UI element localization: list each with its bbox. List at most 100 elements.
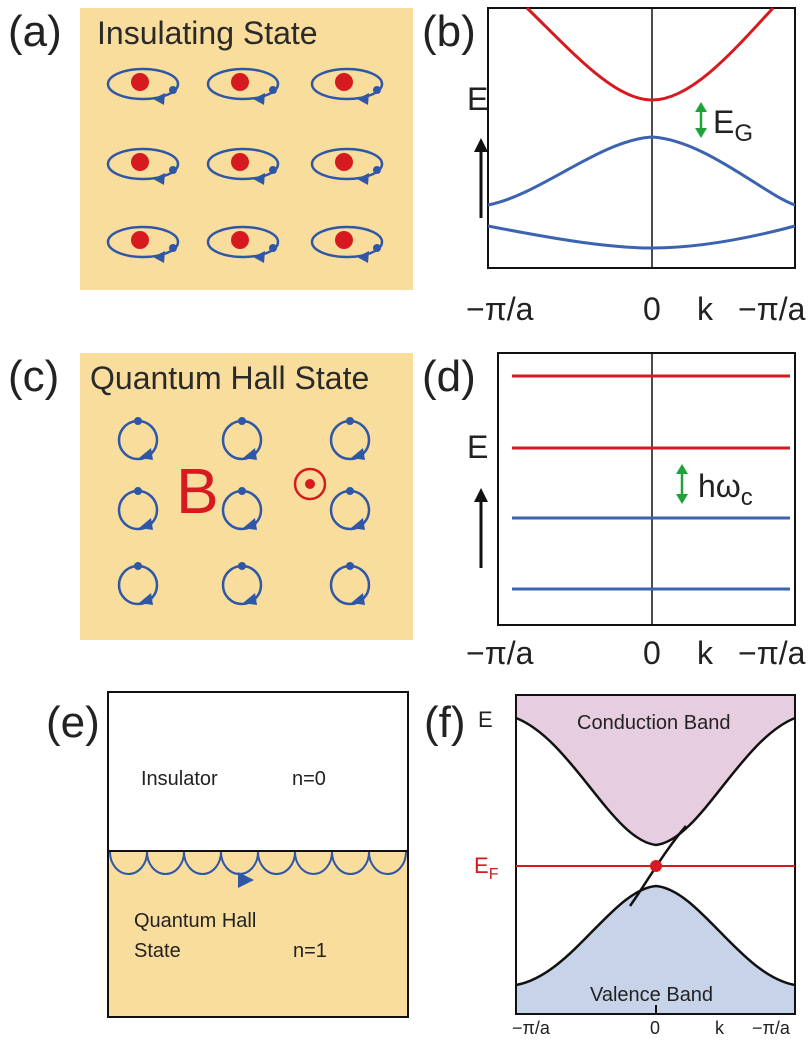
valence-band-fill: [516, 886, 795, 1014]
tick-zero: 0: [650, 1018, 660, 1038]
landau-level-plot: E hωc −π/a 0 k −π/a: [466, 352, 806, 671]
insulator-index: n=0: [292, 768, 326, 790]
tick-k: k: [715, 1018, 725, 1038]
cyclotron-gap-main: hω: [698, 468, 741, 504]
skipping-orbit-path: [109, 851, 407, 875]
tick-zero: 0: [643, 291, 661, 327]
nucleus: [231, 153, 249, 171]
quantum-hall-region: [109, 851, 407, 1016]
quantum-hall-panel: [80, 353, 413, 640]
tick-k: k: [697, 635, 714, 671]
panel-label-a: (a): [8, 7, 62, 56]
conduction-band-edge: [515, 716, 796, 847]
bound-atom: [106, 67, 180, 105]
orbit-direction-arrow: [253, 251, 265, 263]
nucleus: [335, 231, 353, 249]
electron: [373, 166, 381, 174]
tick-left: −π/a: [466, 291, 534, 327]
gap-label: EG: [713, 104, 753, 147]
bound-atom: [310, 67, 384, 105]
bound-atom: [206, 147, 280, 185]
nucleus: [131, 73, 149, 91]
panel-label-f: (f): [424, 698, 466, 747]
cyclotron-orbit: [329, 417, 371, 461]
orbit-direction-arrow: [153, 93, 165, 105]
electron: [134, 417, 142, 425]
insulator-label: Insulator: [141, 768, 218, 790]
bound-atom: [310, 225, 384, 263]
cyclotron-orbit: [221, 487, 263, 531]
cyclotron-orbit: [329, 562, 371, 606]
electron: [169, 244, 177, 252]
orbit-direction-arrow: [243, 593, 257, 605]
energy-axis-arrowhead: [474, 488, 488, 502]
nucleus: [231, 231, 249, 249]
electron: [169, 86, 177, 94]
bound-atom: [310, 147, 384, 185]
panel-label-d: (d): [422, 352, 476, 401]
tick-zero: 0: [643, 635, 661, 671]
tick-k: k: [697, 291, 714, 327]
fermi-crossing-point: [650, 860, 662, 872]
orbit-direction-arrow: [243, 448, 257, 460]
tick-right: −π/a: [738, 291, 806, 327]
nucleus: [131, 231, 149, 249]
energy-axis-arrowhead: [474, 138, 488, 152]
nucleus: [231, 73, 249, 91]
orbit-direction-arrow: [153, 173, 165, 185]
conduction-band-fill: [516, 695, 795, 845]
bound-atom: [206, 67, 280, 105]
bound-atom: [106, 147, 180, 185]
orbit-direction-arrow: [139, 593, 153, 605]
quantum-hall-label-line1: Quantum Hall: [134, 910, 257, 932]
valence-band-label: Valence Band: [590, 984, 713, 1006]
electron: [373, 244, 381, 252]
field-out-of-page-icon: [293, 467, 327, 501]
cyclotron-orbit: [117, 562, 159, 606]
cyclotron-gap-label: hωc: [698, 468, 753, 511]
orbit-direction-arrow: [253, 93, 265, 105]
tick-left: −π/a: [466, 635, 534, 671]
fermi-energy-main: E: [474, 853, 489, 878]
plot-frame: [497, 352, 796, 626]
fermi-energy-sub: F: [489, 866, 499, 883]
quantum-hall-label-line2: State: [134, 940, 181, 962]
electron: [346, 487, 354, 495]
orbit-direction-arrow: [253, 173, 265, 185]
plot-frame: [487, 7, 796, 269]
cyclotron-orbit: [221, 417, 263, 461]
valence-band-edge: [515, 884, 796, 987]
orbit-direction-arrow: [351, 448, 365, 460]
nucleus: [131, 153, 149, 171]
panel-label-b: (b): [422, 7, 476, 56]
electron: [269, 166, 277, 174]
orbit-direction-arrow: [357, 251, 369, 263]
fermi-energy-label: EF: [474, 853, 499, 883]
orbit-direction-arrow: [153, 251, 165, 263]
energy-axis-label: E: [467, 429, 488, 465]
cyclotron-orbit: [117, 417, 159, 461]
magnetic-field-label: B: [176, 455, 219, 527]
cyclotron-gap-sub: c: [741, 484, 753, 511]
panel-label-c: (c): [8, 352, 60, 401]
orbit-direction-arrow: [139, 518, 153, 530]
gap-label-main: E: [713, 104, 734, 140]
orbit-direction-arrow: [351, 593, 365, 605]
valence-band-lower-curve: [487, 224, 796, 250]
tick-right: −π/a: [752, 1018, 791, 1038]
cyclotron-orbit: [117, 487, 159, 531]
orbit-direction-arrow: [243, 518, 257, 530]
cyclotron-orbit: [221, 562, 263, 606]
electron: [169, 166, 177, 174]
electron: [346, 417, 354, 425]
electron: [238, 487, 246, 495]
quantum-hall-index: n=1: [293, 940, 327, 962]
nucleus: [335, 153, 353, 171]
orbit-direction-arrow: [351, 518, 365, 530]
bound-atom: [206, 225, 280, 263]
electron: [134, 562, 142, 570]
edge-direction-arrow: [238, 872, 254, 888]
